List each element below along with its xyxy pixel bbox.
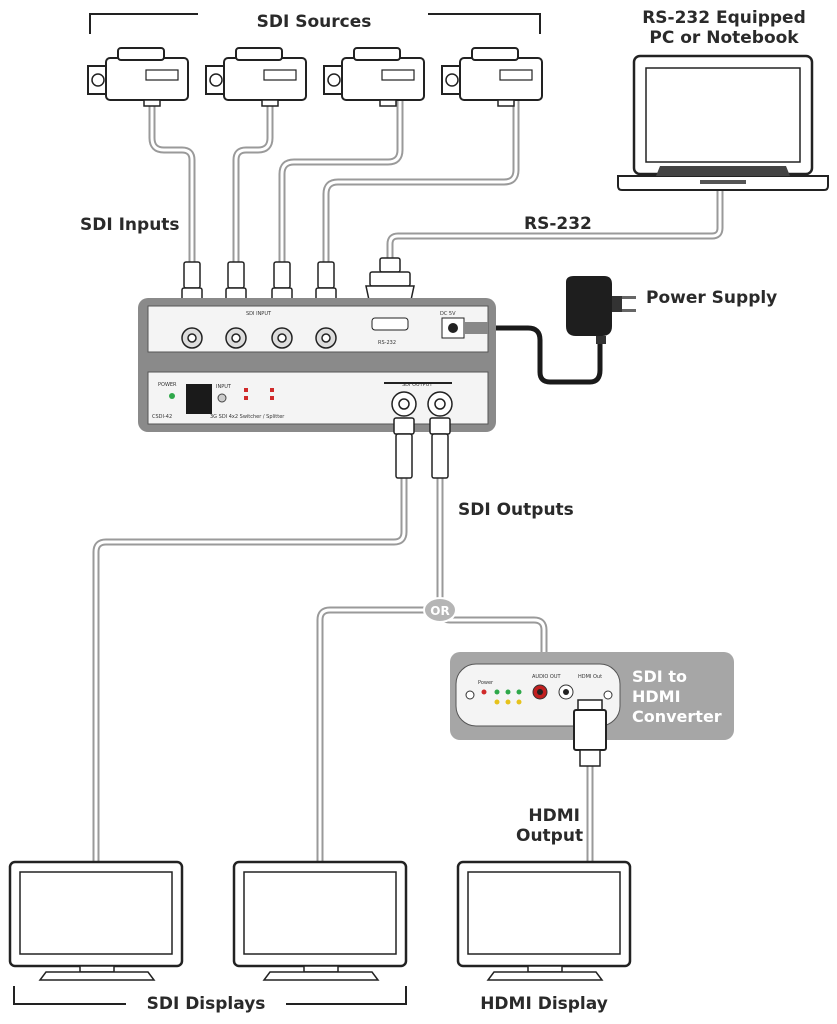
converter-label-line2: HDMI bbox=[632, 687, 681, 706]
sdi-output-label: SDI OUTPUT bbox=[402, 382, 433, 388]
converter-label: SDI to HDMI Converter bbox=[632, 667, 732, 727]
displays-bracket bbox=[13, 986, 407, 1005]
dc-label: DC 5V bbox=[440, 311, 456, 317]
sdi-output-plugs bbox=[391, 391, 453, 479]
hdmi-display bbox=[456, 860, 632, 981]
hdmi-display-label: HDMI Display bbox=[480, 994, 608, 1014]
power-adapter-icon bbox=[566, 276, 636, 344]
rs232-port-label: RS-232 bbox=[378, 340, 396, 346]
input-label: INPUT bbox=[216, 384, 232, 390]
sdi-input-sockets bbox=[181, 327, 337, 349]
pc-label-line2: PC or Notebook bbox=[649, 28, 799, 48]
sources-bracket bbox=[89, 13, 541, 34]
or-badge: OR bbox=[423, 597, 457, 623]
sdi-inputs-label: SDI Inputs bbox=[80, 215, 180, 235]
converter-label-line3: Converter bbox=[632, 707, 722, 726]
converter-device: Power AUDIO OUT HDMI Out bbox=[450, 652, 734, 740]
model-label: CSDI-42 bbox=[152, 414, 172, 420]
sdi-displays-label: SDI Displays bbox=[146, 994, 266, 1014]
description-label: 3G SDI 4x2 Switcher / Splitter bbox=[210, 414, 285, 420]
or-label: OR bbox=[430, 604, 449, 618]
hdmi-out-label: HDMI Out bbox=[578, 674, 602, 680]
camera-3 bbox=[323, 47, 425, 107]
camera-1 bbox=[87, 47, 189, 107]
camera-2 bbox=[205, 47, 307, 107]
sdi-input-plugs bbox=[181, 261, 337, 303]
sdi-outputs-label: SDI Outputs bbox=[458, 500, 574, 520]
rs232-label: RS-232 bbox=[524, 214, 592, 234]
sdi-display-1 bbox=[8, 860, 184, 981]
power-label: POWER bbox=[158, 382, 177, 388]
laptop-icon bbox=[617, 54, 829, 191]
hdmi-output-label-line2: Output bbox=[516, 826, 584, 846]
hdmi-output-label-line1: HDMI bbox=[528, 806, 580, 826]
sdi-sources-label: SDI Sources bbox=[256, 12, 372, 32]
cables bbox=[92, 96, 724, 866]
pc-label-line1: RS-232 Equipped bbox=[642, 8, 806, 28]
sdi-input-label: SDI INPUT bbox=[246, 311, 272, 317]
sdi-display-2 bbox=[232, 860, 408, 981]
conv-power-label: Power bbox=[478, 680, 494, 686]
hdmi-plug-icon bbox=[573, 699, 607, 767]
power-supply-label: Power Supply bbox=[646, 288, 778, 308]
camera-4 bbox=[441, 47, 543, 107]
converter-label-line1: SDI to bbox=[632, 667, 687, 686]
audio-out-label: AUDIO OUT bbox=[532, 674, 562, 680]
